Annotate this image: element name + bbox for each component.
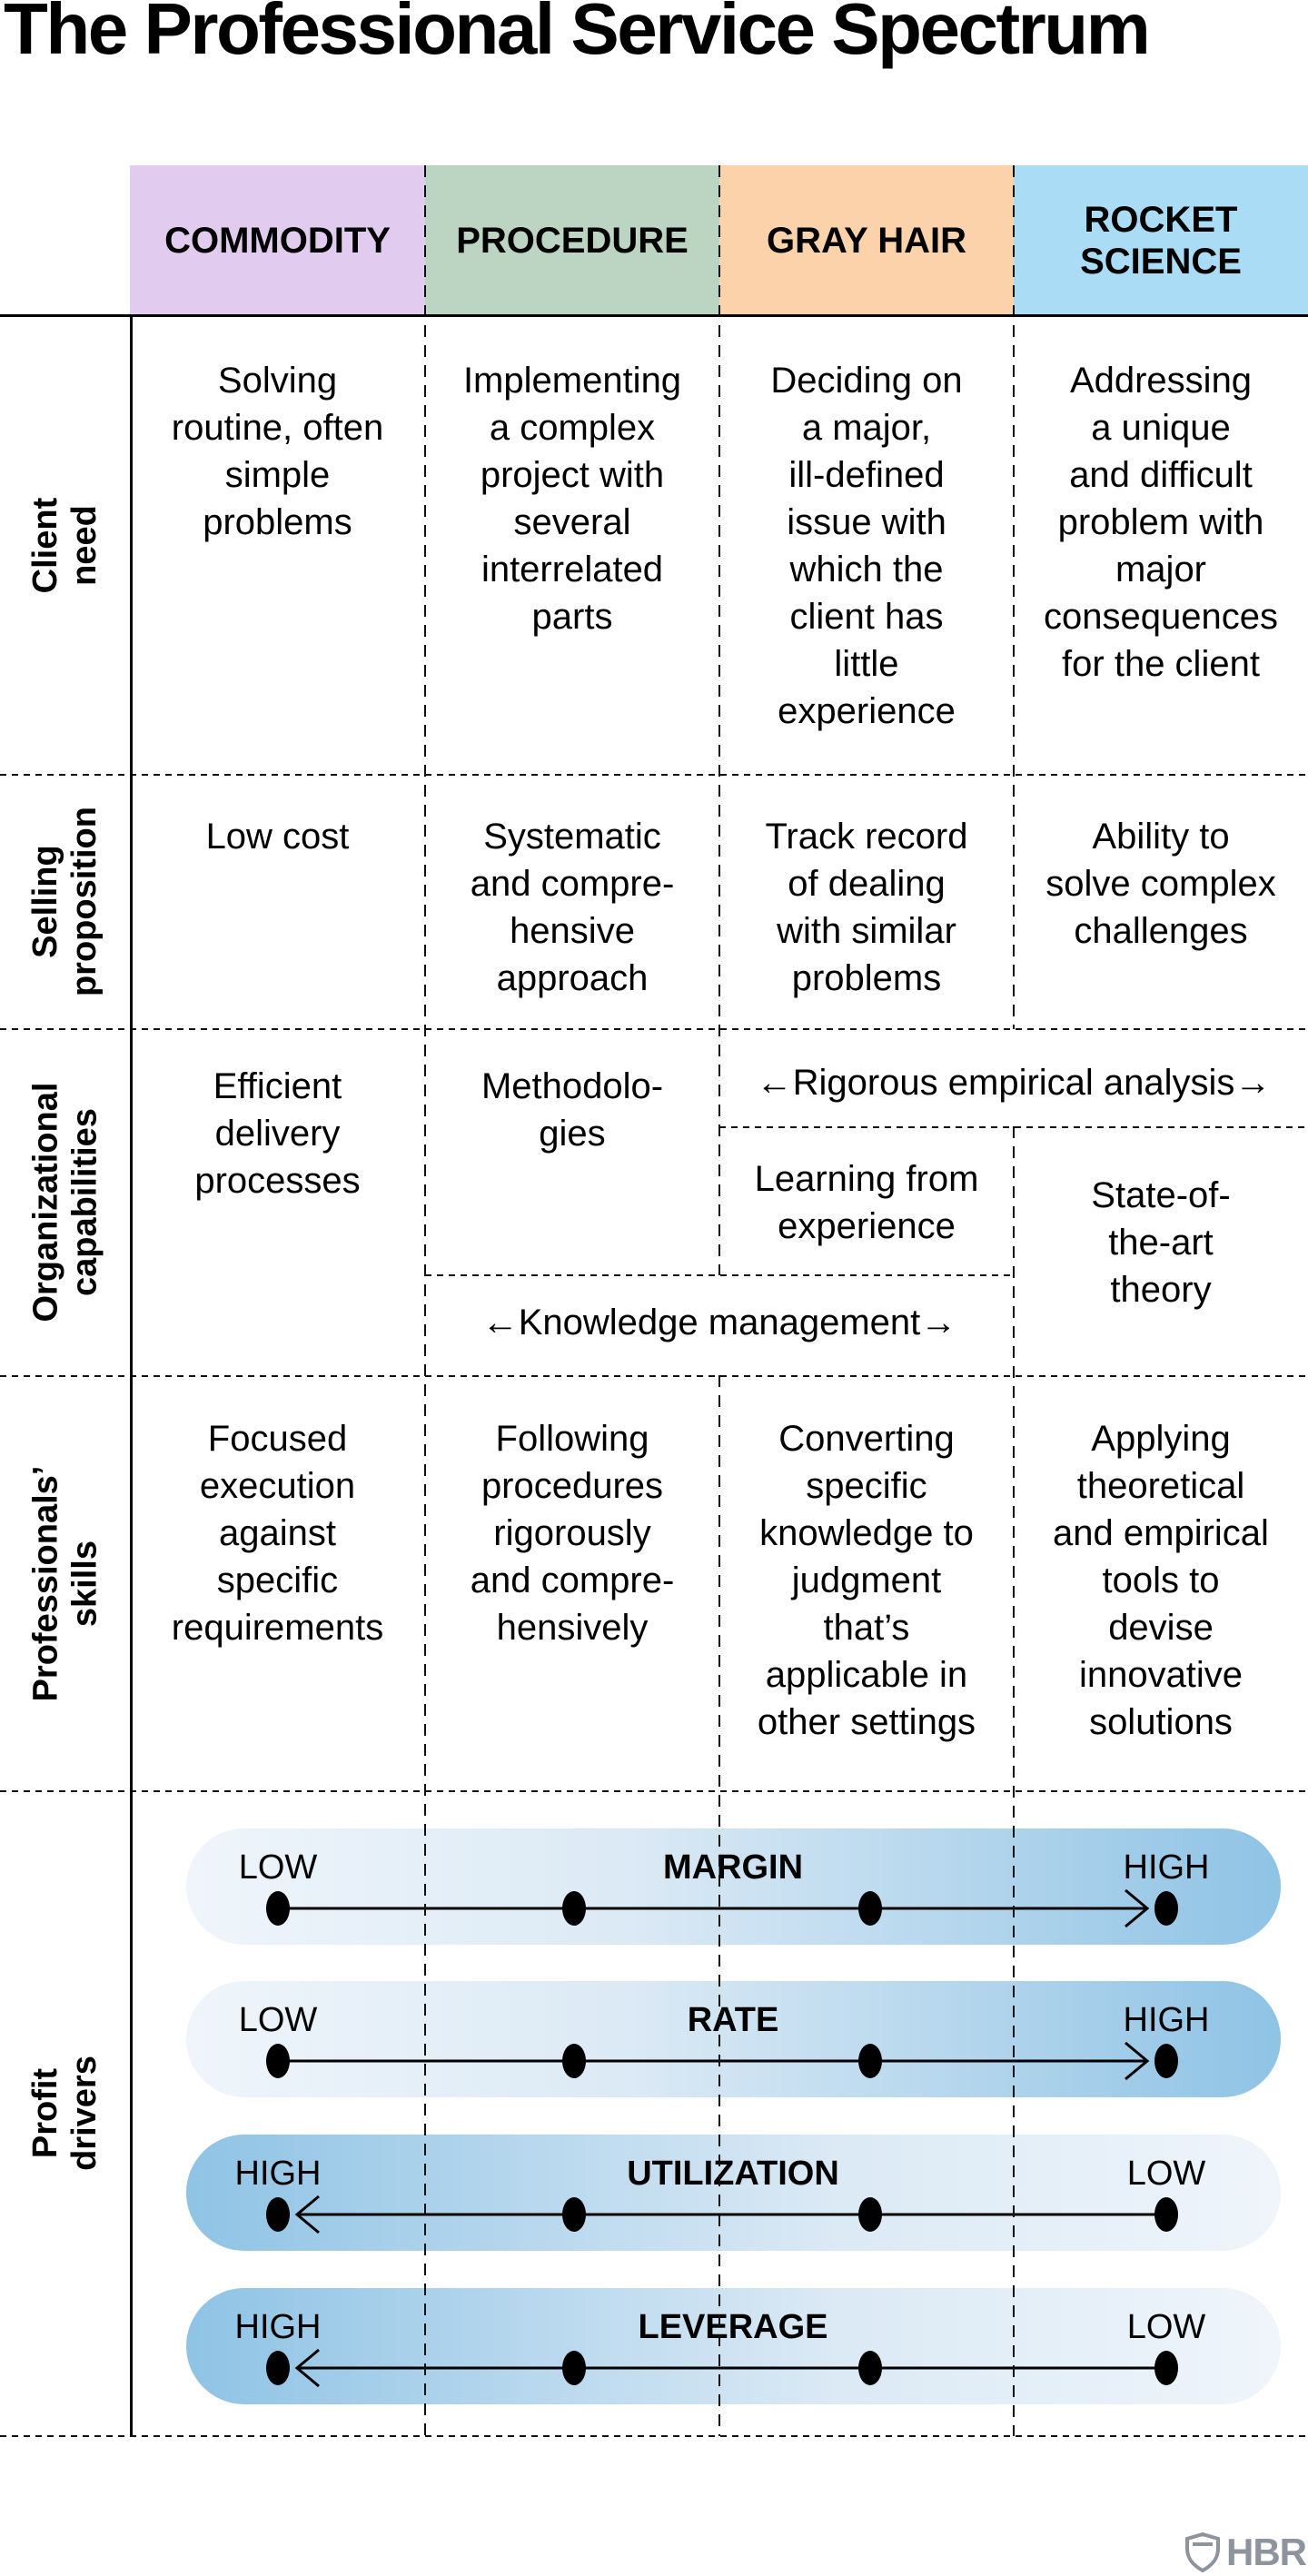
cell-selling-gray-hair: Track record of dealing with similar pro…	[765, 817, 968, 998]
column-divider-dashed	[1013, 1126, 1015, 2436]
header-bottom-line	[0, 314, 1308, 317]
cell-skills-gray-hair: Converting specific knowledge to judgmen…	[757, 1419, 976, 1742]
cell-selling-commodity: Low cost	[205, 817, 350, 857]
profit-pill-margin: LOW MARGIN HIGH	[186, 1828, 1281, 1945]
cell-selling-rocket-science: Ability to solve complex challenges	[1045, 817, 1276, 951]
row-separator-line	[0, 1375, 1308, 1377]
row-separator-line	[0, 1790, 1308, 1792]
page-title: The Professional Service Spectrum	[4, 0, 1151, 69]
utilization-title: UTILIZATION	[627, 2155, 839, 2193]
table-bottom-line	[0, 2435, 1308, 2437]
cell-org-span-knowledge-management: ←Knowledge management→	[481, 1303, 957, 1342]
column-header-rocket-science: ROCKET SCIENCE	[1014, 165, 1308, 316]
utilization-high-label: HIGH	[234, 2155, 322, 2193]
cell-org-commodity: Efficient delivery processes	[194, 1066, 361, 1201]
profit-pill-leverage: HIGH LEVERAGE LOW	[186, 2288, 1281, 2404]
row-separator-line	[0, 774, 1308, 776]
column-header-procedure: PROCEDURE	[425, 165, 719, 316]
cell-skills-rocket-science: Applying theoretical and empirical tools…	[1053, 1419, 1269, 1742]
utilization-arrow-graphic	[266, 2195, 1178, 2234]
hbr-logo-text: HBR	[1226, 2531, 1307, 2573]
row-label-profit-drivers: Profit drivers	[25, 2056, 104, 2172]
margin-high-label: HIGH	[1123, 1848, 1210, 1887]
cell-skills-procedure: Following procedures rigorously and comp…	[470, 1419, 675, 1648]
cell-client-need-rocket-science: Addressing a unique and difficult proble…	[1044, 361, 1278, 684]
margin-title: MARGIN	[662, 1848, 804, 1887]
column-divider-dashed	[718, 165, 720, 1275]
cell-org-span-rigorous-empirical-analysis: ←Rigorous empirical analysis→	[756, 1063, 1272, 1103]
hbr-shield-icon	[1185, 2532, 1220, 2572]
column-divider-dashed	[424, 165, 426, 2436]
row-label-client-need: Client need	[25, 497, 104, 594]
cell-org-gray-hair: Learning from experience	[754, 1159, 979, 1246]
margin-low-label: LOW	[238, 1848, 318, 1887]
cell-org-procedure: Methodolo- gies	[481, 1066, 664, 1154]
row-separator-line	[0, 1028, 1308, 1030]
profit-pill-rate: LOW RATE HIGH	[186, 1981, 1281, 2097]
column-divider-dashed	[718, 1375, 720, 2436]
table-left-axis-line	[130, 316, 133, 2436]
utilization-low-label: LOW	[1126, 2155, 1206, 2193]
column-header-commodity: COMMODITY	[130, 165, 425, 316]
hbr-logo: HBR	[1185, 2531, 1307, 2574]
cell-client-need-procedure: Implementing a complex project with seve…	[462, 361, 682, 637]
row-label-professionals-skills: Professionals’ skills	[25, 1465, 104, 1702]
rate-high-label: HIGH	[1123, 2001, 1210, 2039]
leverage-arrow-graphic	[266, 2348, 1178, 2388]
row-label-organizational-capabilities: Organizational capabilities	[25, 1083, 104, 1323]
cell-client-need-commodity: Solving routine, often simple problems	[171, 361, 384, 542]
column-divider-dashed	[1013, 165, 1015, 1029]
cell-selling-procedure: Systematic and compre- hensive approach	[470, 817, 675, 998]
margin-arrow-graphic	[266, 1888, 1178, 1928]
rate-low-label: LOW	[238, 2001, 318, 2039]
cell-skills-commodity: Focused execution against specific requi…	[171, 1419, 384, 1648]
org-internal-divider	[719, 1126, 1308, 1128]
rate-arrow-graphic	[266, 2041, 1178, 2081]
leverage-high-label: HIGH	[234, 2308, 322, 2346]
row-label-selling-proposition: Selling proposition	[25, 807, 104, 997]
leverage-low-label: LOW	[1126, 2308, 1206, 2346]
cell-org-rocket-science: State-of- the-art theory	[1091, 1175, 1231, 1310]
rate-title: RATE	[687, 2001, 779, 2039]
org-internal-divider	[425, 1274, 1014, 1276]
cell-client-need-gray-hair: Deciding on a major, ill-defined issue w…	[770, 361, 963, 731]
column-header-gray-hair: GRAY HAIR	[719, 165, 1014, 316]
leverage-title: LEVERAGE	[638, 2308, 828, 2346]
profit-pill-utilization: HIGH UTILIZATION LOW	[186, 2135, 1281, 2251]
